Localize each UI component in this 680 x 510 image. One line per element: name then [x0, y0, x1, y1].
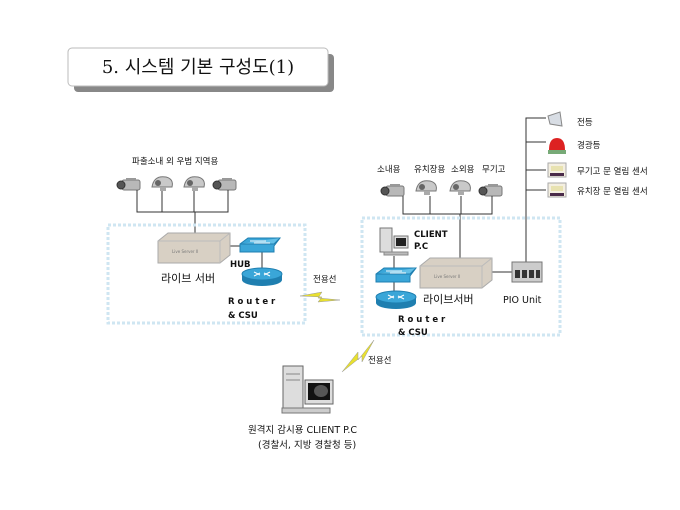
- router-icon: [241, 267, 283, 287]
- armory-door-sensor-icon: [547, 162, 567, 178]
- camera-label: 소내용: [377, 165, 401, 175]
- io-device-label: 전등: [577, 117, 593, 128]
- remote-client-label: 원격지 감시용 CLIENT P.C: [248, 424, 357, 436]
- left-csu-label: & CSU: [228, 311, 258, 321]
- dome-camera-icon: [415, 180, 437, 196]
- client-label: P.C: [414, 242, 428, 252]
- left-router-label: R o u t e r: [228, 297, 276, 307]
- camera-label: 유치장용: [414, 164, 445, 175]
- dome-camera-icon: [151, 176, 173, 192]
- camera-label: 소외용: [451, 164, 475, 175]
- left-cameras: [116, 176, 237, 192]
- pio-unit-icon: [511, 261, 543, 283]
- remote-client-sublabel: (경찰서, 지방 경찰청 등): [258, 439, 356, 451]
- client-label: CLIENT: [414, 230, 448, 240]
- right-csu-label: & CSU: [398, 328, 428, 338]
- camera-icon: [212, 177, 237, 191]
- leased-line-label: 전용선: [313, 274, 336, 285]
- camera-label: 무기고: [482, 165, 506, 175]
- camera-icon: [478, 183, 503, 197]
- live-server-icon: [419, 257, 493, 289]
- client-pc-icon: [379, 227, 409, 256]
- hub-label: HUB: [230, 260, 251, 270]
- right-cameras: [380, 180, 503, 197]
- remote-pc-icon: [281, 365, 334, 414]
- camera-icon: [116, 177, 141, 191]
- lamp-icon: [547, 111, 563, 127]
- right-router-label: R o u t e r: [398, 315, 446, 325]
- warning-light-icon: [548, 138, 566, 154]
- router-icon: [375, 290, 417, 310]
- page-title: 5. 시스템 기본 구성도(1): [102, 57, 294, 78]
- io-device-label: 경광등: [577, 140, 601, 151]
- live-server-icon: [157, 232, 231, 264]
- left-site-box: [106, 223, 307, 325]
- io-device-label: 유치장 문 열림 센서: [577, 186, 648, 197]
- lightning-icon: [341, 339, 375, 373]
- dome-camera-icon: [449, 180, 471, 196]
- hub-icon: [239, 237, 281, 253]
- pio-label: PIO Unit: [503, 295, 542, 306]
- right-server-label: 라이브서버: [423, 293, 474, 306]
- leased-line-label: 전용선: [368, 355, 391, 366]
- left-server-label: 라이브 서버: [161, 272, 215, 285]
- cell-door-sensor-icon: [547, 182, 567, 198]
- right-site-box: [360, 216, 562, 337]
- io-device-label: 무기고 문 열림 센서: [577, 166, 648, 177]
- left-camera-group-label: 파출소내 외 우범 지역용: [132, 156, 218, 167]
- camera-icon: [380, 183, 405, 197]
- dome-camera-icon: [183, 176, 205, 192]
- left-camera-wiring: [136, 190, 229, 234]
- hub-icon: [375, 267, 417, 283]
- title-box: 5. 시스템 기본 구성도(1): [67, 47, 334, 92]
